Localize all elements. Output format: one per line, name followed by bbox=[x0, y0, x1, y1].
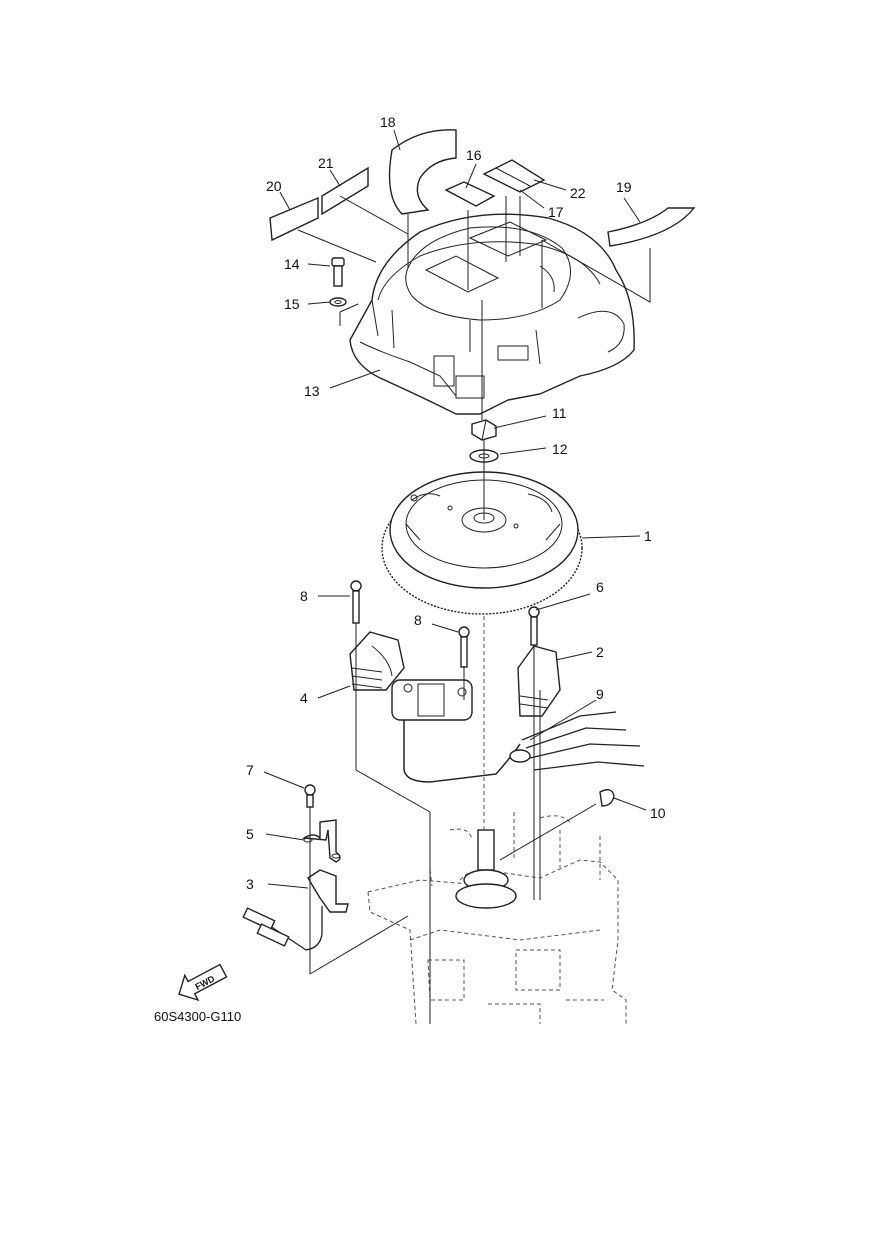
callout-6: 6 bbox=[596, 579, 604, 595]
fwd-arrow: FWD bbox=[178, 963, 228, 1002]
callout-17: 17 bbox=[548, 204, 564, 220]
callout-7: 7 bbox=[246, 762, 254, 778]
clip-10 bbox=[599, 789, 615, 807]
callout-4: 4 bbox=[300, 690, 308, 706]
bolt-14 bbox=[331, 257, 345, 287]
decal-17-22 bbox=[482, 159, 546, 193]
callout-14: 14 bbox=[284, 256, 300, 272]
bolt-8-center bbox=[458, 626, 470, 668]
callout-13: 13 bbox=[304, 383, 320, 399]
flywheel-magneto bbox=[381, 471, 583, 615]
wire-harness bbox=[403, 711, 645, 783]
callout-1: 1 bbox=[644, 528, 652, 544]
callout-2: 2 bbox=[596, 644, 604, 660]
pulser-coil-2 bbox=[517, 645, 561, 717]
washer-15 bbox=[329, 297, 347, 307]
callout-12: 12 bbox=[552, 441, 568, 457]
bolt-8-left bbox=[350, 580, 362, 624]
bolt-6 bbox=[528, 606, 540, 646]
charge-coil bbox=[391, 679, 473, 721]
callout-8-center: 8 bbox=[414, 612, 422, 628]
decal-16 bbox=[444, 181, 496, 207]
callout-19: 19 bbox=[616, 179, 632, 195]
callout-22: 22 bbox=[570, 185, 586, 201]
decal-20 bbox=[269, 196, 319, 242]
callout-3: 3 bbox=[246, 876, 254, 892]
callout-8-left: 8 bbox=[300, 588, 308, 604]
callout-21: 21 bbox=[318, 155, 334, 171]
callout-11: 11 bbox=[552, 405, 567, 421]
decal-19 bbox=[607, 207, 696, 247]
pulser-coil-4 bbox=[349, 631, 405, 691]
assembly-lines bbox=[297, 195, 651, 1024]
callout-15: 15 bbox=[284, 296, 300, 312]
callout-9: 9 bbox=[596, 686, 604, 702]
leader-lines bbox=[263, 129, 647, 889]
decal-21 bbox=[321, 166, 369, 216]
callout-18: 18 bbox=[380, 114, 396, 130]
callout-10: 10 bbox=[650, 805, 666, 821]
flywheel-cover bbox=[349, 213, 635, 415]
callout-20: 20 bbox=[266, 178, 282, 194]
rectifier-3 bbox=[242, 869, 349, 951]
flywheel-nut bbox=[471, 419, 497, 441]
callout-5: 5 bbox=[246, 826, 254, 842]
diagram-code: 60S4300-G110 bbox=[154, 1009, 241, 1024]
callout-labels: 1 2 3 4 5 6 7 8 8 9 10 11 12 13 14 15 16… bbox=[246, 114, 666, 892]
bolt-7 bbox=[304, 784, 316, 808]
callout-16: 16 bbox=[466, 147, 482, 163]
decal-18 bbox=[388, 129, 457, 215]
bracket-5 bbox=[301, 819, 341, 863]
powerhead-block bbox=[367, 812, 627, 1025]
